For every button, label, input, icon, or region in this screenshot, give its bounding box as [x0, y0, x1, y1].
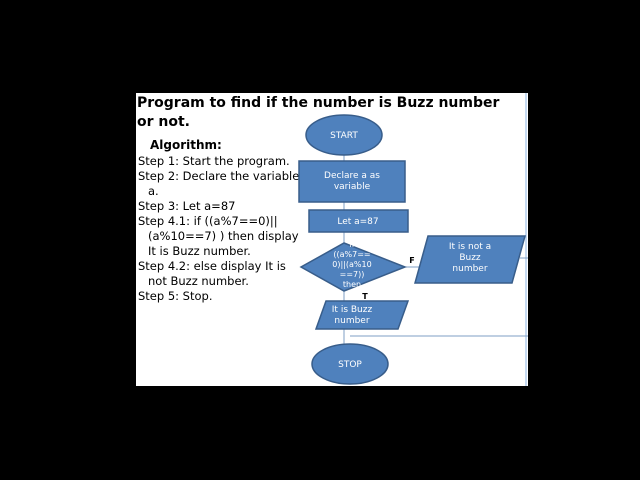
- declare-process: [298, 160, 406, 203]
- declare-label-line-2: variable: [334, 182, 371, 192]
- false-branch-label: F: [409, 256, 414, 265]
- algorithm-step-3: Step 3: Let a=87: [138, 199, 236, 213]
- declare-label-line-1: Declare a as: [324, 171, 380, 181]
- true-output-line-1: It is Buzz: [332, 305, 373, 315]
- algorithm-step-4-1: Step 4.1: if ((a%7==0)||(a%10==7) ) then…: [138, 214, 299, 258]
- start-label: START: [330, 131, 358, 141]
- false-output-line-2: Buzz: [459, 253, 481, 263]
- slide: Program to find if the number is Buzz nu…: [136, 93, 528, 386]
- stop-label: STOP: [338, 360, 362, 370]
- assign-label: Let a=87: [337, 217, 378, 227]
- true-output-line-2: number: [334, 316, 369, 326]
- start-terminal: [305, 114, 383, 156]
- decision-label-line-4: ==7)): [340, 270, 365, 279]
- algorithm-step-5: Step 5: Stop.: [138, 289, 213, 303]
- decision-label-line-3: 0)||(a%10: [332, 260, 371, 269]
- stop-terminal: [311, 343, 389, 385]
- true-branch-label: T: [362, 292, 368, 301]
- algorithm-heading: Algorithm:: [150, 138, 222, 152]
- algorithm-step-2: Step 2: Declare the variable a.: [138, 169, 300, 198]
- decision-diamond: [299, 242, 408, 292]
- algorithm-steps: Step 1: Start the program. Step 2: Decla…: [138, 154, 302, 304]
- false-output-line-3: number: [452, 264, 487, 274]
- true-output: [314, 300, 410, 330]
- false-output: [414, 235, 526, 284]
- decision-label-line-5: then: [343, 280, 361, 289]
- false-output-line-1: It is not a: [449, 242, 491, 252]
- decision-label-line-1: if: [349, 240, 354, 249]
- assign-process: [308, 209, 409, 233]
- connectors: [343, 155, 528, 344]
- slide-title: Program to find if the number is Buzz nu…: [137, 95, 500, 130]
- decision-label-line-2: ((a%7==: [333, 250, 370, 259]
- algorithm-step-1: Step 1: Start the program.: [138, 154, 290, 168]
- flowchart: START Declare a as variable Let a=87 if …: [298, 93, 528, 386]
- algorithm-step-4-2: Step 4.2: else display It is not Buzz nu…: [138, 259, 286, 288]
